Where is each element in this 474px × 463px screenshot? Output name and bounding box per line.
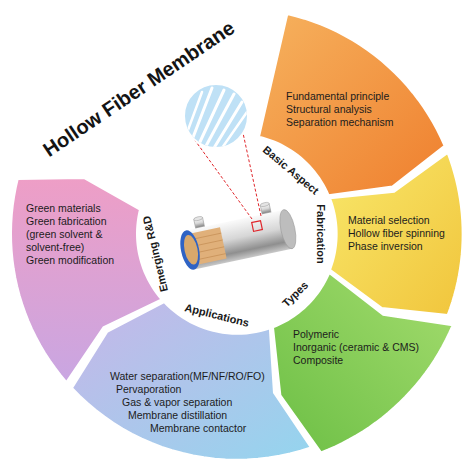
- segment-arrow: [273, 273, 453, 452]
- fiber: [222, 112, 247, 148]
- item-text: Hollow fiber spinning: [348, 227, 445, 240]
- zoom-line: [243, 133, 261, 216]
- port-end: [260, 202, 270, 207]
- item-text: Membrane contactor: [150, 422, 246, 435]
- module-body: [186, 210, 292, 270]
- item-text: Pervaporation: [116, 383, 181, 396]
- fiber: [192, 233, 221, 239]
- segment-body: Water separation(MF/NF/RO/FO)Pervaporati…: [110, 370, 265, 435]
- fiber-bundle: [188, 88, 247, 148]
- item-text: Separation mechanism: [286, 116, 393, 129]
- module-end: [277, 208, 299, 250]
- item-text: Green modification: [26, 254, 114, 267]
- item-text: Composite: [293, 354, 343, 367]
- item-text: Gas & vapor separation: [122, 396, 232, 409]
- segment-body: Green materialsGreen fabrication (green …: [26, 202, 122, 267]
- module-cap-core: [182, 234, 201, 266]
- item-text: Structural analysis: [286, 103, 372, 116]
- category-label: Fabrication: [315, 204, 327, 263]
- zoom-marker: [252, 221, 263, 232]
- segment-node: Emerging R&DGreen materialsGreen fabrica…: [8, 175, 165, 385]
- item-text: Inorganic (ceramic & CMS): [293, 341, 419, 354]
- item-text: Green fabrication (green solvent & solve…: [26, 215, 122, 254]
- segment-body: Material selectionHollow fiber spinningP…: [348, 214, 445, 253]
- item-text: Phase inversion: [348, 240, 423, 253]
- item-text: Fundamental principle: [286, 90, 389, 103]
- item-text: Green materials: [26, 202, 101, 215]
- segment-body: PolymericInorganic (ceramic & CMS)Compos…: [293, 328, 419, 367]
- segment-arrow: [11, 178, 162, 382]
- item-text: Material selection: [348, 214, 430, 227]
- item-text: Polymeric: [293, 328, 339, 341]
- segment-node: Basic AspectFundamental principleStructu…: [256, 11, 448, 198]
- fiber-inset: [184, 84, 248, 148]
- item-text: Water separation(MF/NF/RO/FO): [110, 370, 265, 383]
- port-end: [193, 216, 203, 221]
- zoom-line: [194, 139, 252, 219]
- segment-body: Fundamental principleStructural analysis…: [286, 90, 393, 129]
- fiber: [196, 254, 225, 260]
- fiber: [188, 92, 202, 130]
- module-figure: [175, 198, 299, 272]
- item-text: Membrane distillation: [128, 409, 227, 422]
- module-cap: [177, 229, 203, 272]
